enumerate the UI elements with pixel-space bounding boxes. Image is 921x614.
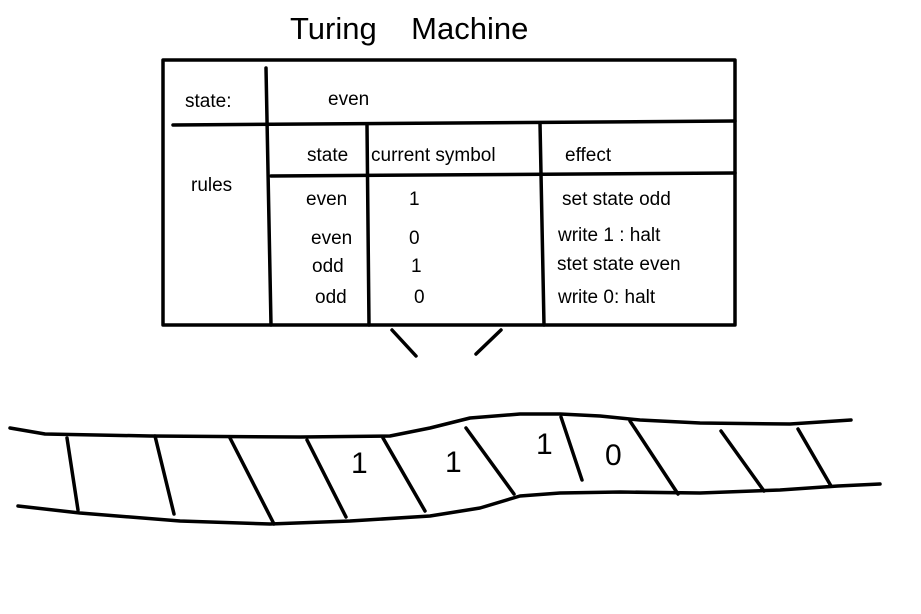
tape-cell-symbol: 1 xyxy=(536,428,553,461)
tape-cell-divider xyxy=(228,436,276,526)
tape-bottom-edge xyxy=(16,482,882,526)
state-value: even xyxy=(328,89,369,110)
rule-effect: write 1 : halt xyxy=(557,225,661,246)
tape-cell-divider xyxy=(464,426,516,496)
rule-symbol: 1 xyxy=(409,189,420,210)
rule-effect: write 0: halt xyxy=(557,287,656,308)
state-label: state: xyxy=(185,91,231,112)
rule-symbol: 0 xyxy=(409,228,420,249)
tape: 1 1 1 0 xyxy=(8,412,882,526)
rule-state: odd xyxy=(315,287,347,308)
state-row-divider xyxy=(171,119,737,127)
rule-row: even 0 write 1 : halt xyxy=(311,225,661,249)
tape-cell-divider xyxy=(796,427,833,488)
rule-state: odd xyxy=(312,256,344,277)
rules-header-divider xyxy=(269,171,737,178)
tape-cell-divider xyxy=(559,415,584,482)
rules-label: rules xyxy=(191,175,232,196)
tape-cell-divider xyxy=(305,438,348,519)
tape-cell-divider xyxy=(381,436,427,513)
machine-box-outline xyxy=(161,58,737,327)
rules-header-effect: effect xyxy=(565,145,612,166)
rules-header-state: state xyxy=(307,145,348,166)
tape-cell-divider xyxy=(628,419,680,496)
rules-column-divider-1 xyxy=(365,123,371,327)
tape-cell-divider xyxy=(719,429,766,493)
rule-symbol: 1 xyxy=(411,256,422,277)
rule-state: even xyxy=(306,189,347,210)
tape-cell-symbol: 1 xyxy=(351,447,368,480)
label-column-divider xyxy=(264,66,273,327)
rules-column-divider-2 xyxy=(538,121,546,327)
rule-symbol: 0 xyxy=(414,287,425,308)
tape-top-edge xyxy=(8,412,853,439)
rule-row: odd 1 stet state even xyxy=(312,254,681,277)
rules-header-symbol: current symbol xyxy=(371,145,496,166)
tape-cell-divider xyxy=(153,434,176,516)
tape-cell-divider xyxy=(65,436,80,512)
machine-head: state: even rules state current symbol e… xyxy=(161,58,737,358)
rule-effect: set state odd xyxy=(562,189,671,210)
tape-cell-symbol: 0 xyxy=(605,439,622,472)
head-pointer-left xyxy=(390,328,418,358)
rule-row: even 1 set state odd xyxy=(306,189,671,210)
head-pointer-right xyxy=(474,328,503,356)
diagram-title: Turing Machine xyxy=(290,11,528,46)
rule-effect: stet state even xyxy=(557,254,681,275)
rule-state: even xyxy=(311,228,352,249)
rule-row: odd 0 write 0: halt xyxy=(315,287,656,308)
tape-cell-symbol: 1 xyxy=(445,446,462,479)
